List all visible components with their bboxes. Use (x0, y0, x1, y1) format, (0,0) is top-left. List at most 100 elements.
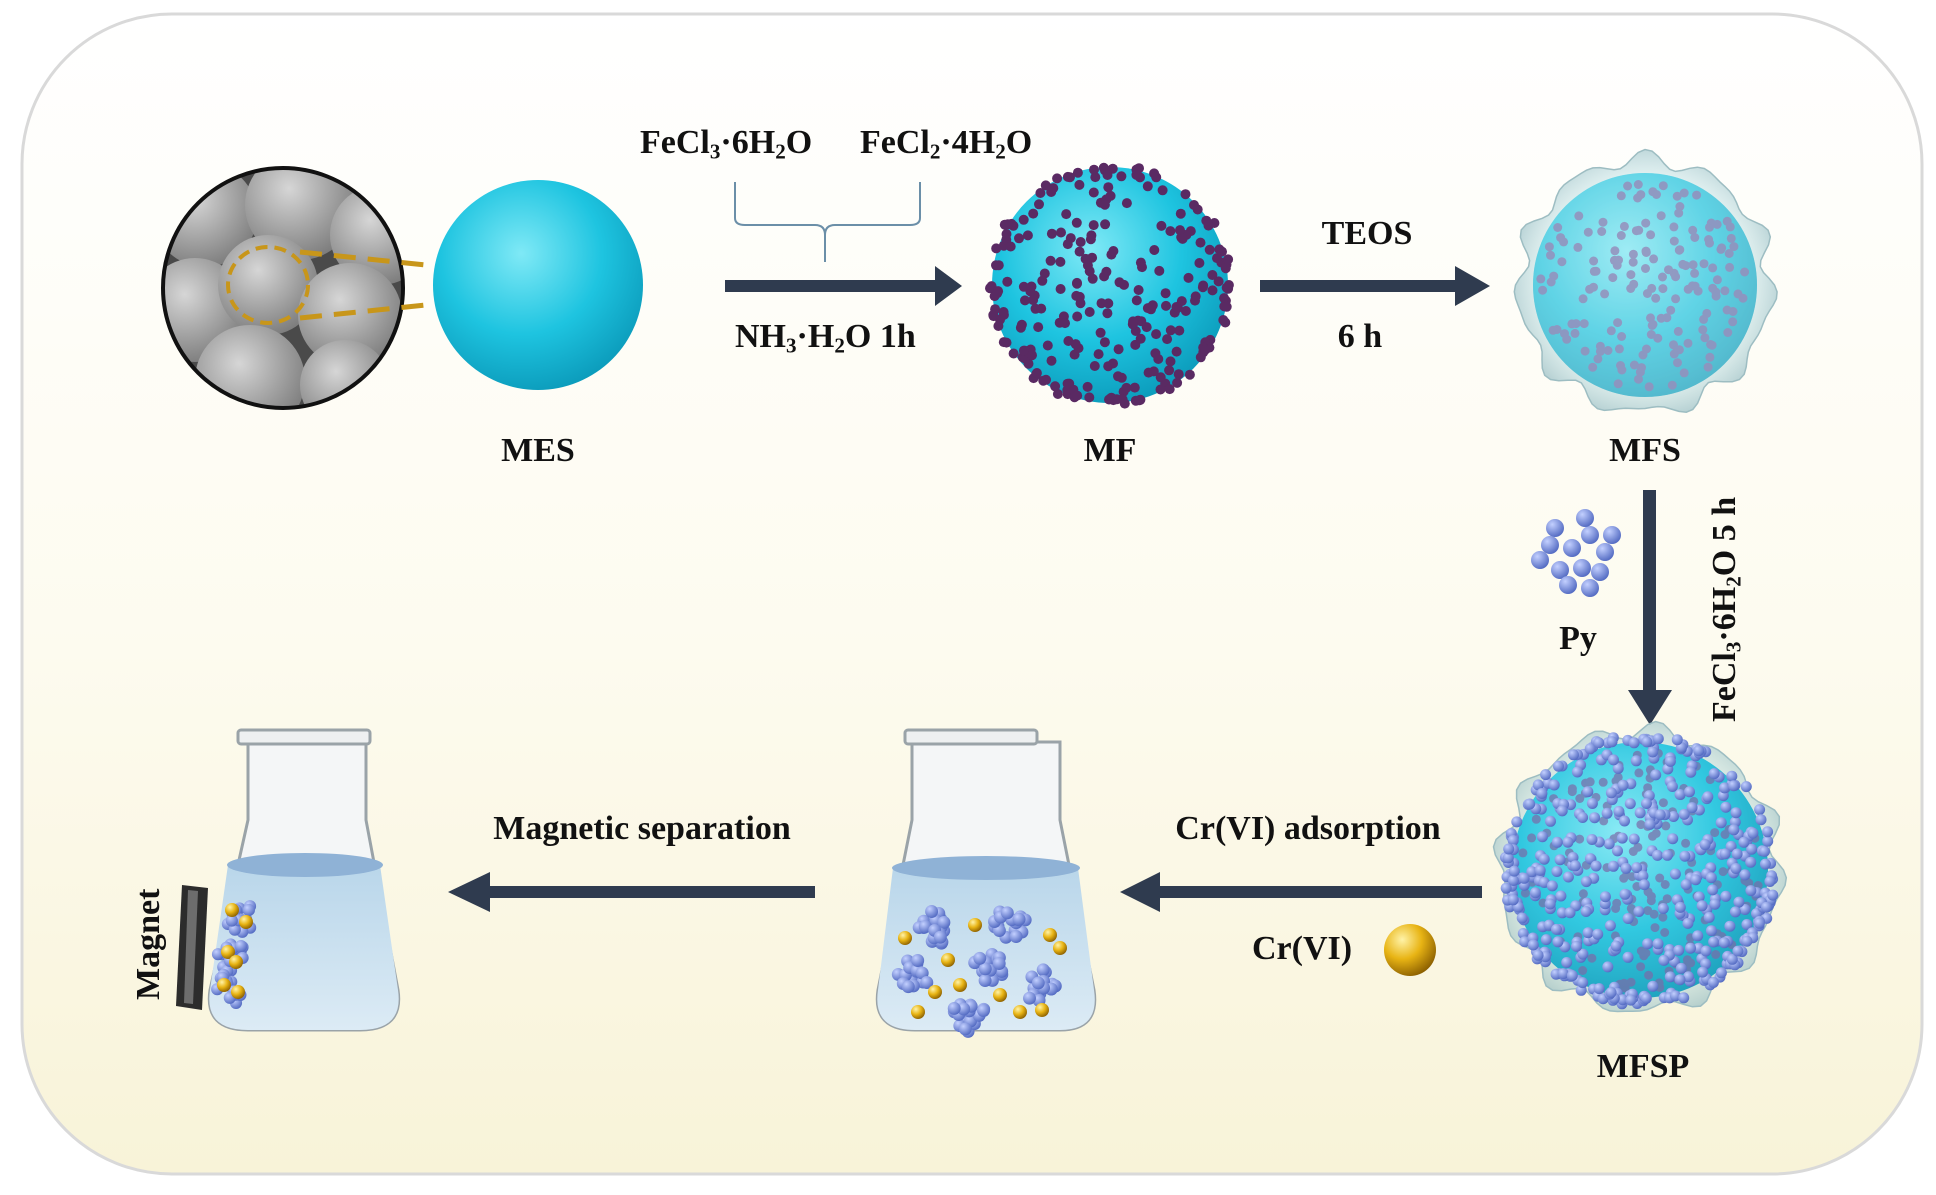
fe3o4-particle (1546, 250, 1555, 260)
fe3o4-particle (993, 321, 1004, 331)
polypyrrole-particle (1551, 836, 1563, 848)
polypyrrole-particle (1728, 780, 1740, 792)
fe3o4-particle (1088, 220, 1099, 231)
fe3o4-particle (1089, 361, 1100, 371)
mini-particle (933, 930, 947, 944)
polypyrrole-particle (1569, 860, 1581, 872)
polypyrrole-particle (1720, 801, 1732, 813)
fe3o4-particle (1201, 215, 1212, 226)
fe3o4-particle (1155, 372, 1166, 383)
polypyrrole-particle (1566, 970, 1578, 982)
fe3o4-particle (1147, 300, 1158, 311)
polypyrrole-particle (1720, 890, 1732, 902)
fe3o4-particle (1028, 208, 1039, 219)
fe3o4-particle (1157, 185, 1168, 196)
fe3o4-particle (1223, 283, 1234, 294)
fe3o4-particle (1641, 218, 1651, 228)
fe3o4-particle (1553, 223, 1563, 232)
polypyrrole-particle (1709, 898, 1721, 910)
polypyrrole-particle (1658, 954, 1670, 966)
fe3o4-particle (1688, 225, 1698, 235)
mini-particle (920, 976, 934, 989)
cr-vi-ion (911, 1005, 925, 1019)
fe3o4-particle (1646, 330, 1656, 339)
cr-vi-ion (953, 978, 967, 992)
sem-micrograph-icon (161, 166, 456, 410)
polypyrrole-particle (1605, 987, 1617, 998)
polypyrrole-particle (1675, 962, 1687, 974)
cr-vi-ion (928, 985, 942, 999)
polypyrrole-particle (1601, 807, 1613, 819)
fe3o4-particle (1031, 368, 1042, 378)
fe3o4-particle (1546, 277, 1556, 287)
fe3o4-particle (1038, 375, 1049, 386)
fe3o4-particle (1090, 172, 1101, 183)
fe3o4-particle (1692, 190, 1702, 200)
fe3o4-particle (1075, 237, 1086, 247)
fe3o4-particle (1718, 867, 1728, 877)
fe3o4-particle (1175, 225, 1185, 236)
polypyrrole-particle (1584, 853, 1596, 865)
polypyrrole-particle (1622, 951, 1634, 963)
fe3o4-particle (1161, 300, 1171, 311)
fe3o4-particle (1165, 356, 1176, 367)
mes-label: MES (501, 432, 575, 469)
fe3o4-particle (1085, 234, 1096, 245)
fe3o4-particle (1589, 256, 1599, 266)
fe3o4-particle (1667, 380, 1677, 390)
polypyrrole-particle (1697, 966, 1709, 978)
fe3o4-particle (1580, 346, 1590, 356)
polypyrrole-particle (1540, 769, 1552, 781)
fe3o4-particle (1162, 334, 1173, 345)
fe3o4-particle (993, 260, 1004, 271)
polypyrrole-particle (1567, 852, 1579, 863)
polypyrrole-particle (1715, 967, 1727, 979)
fe3o4-particle (992, 288, 1003, 299)
fe3o4-particle (1160, 288, 1171, 299)
polypyrrole-particle (1708, 936, 1720, 948)
fe3o4-particle (1641, 264, 1650, 273)
vertical-condition-label: FeCl3·6H2O 5 h (1706, 496, 1746, 722)
polypyrrole-particle (1529, 887, 1541, 899)
polypyrrole-particle (1571, 766, 1583, 778)
fe3o4-particle (1099, 337, 1110, 348)
polypyrrole-particle (1599, 891, 1611, 903)
fe3o4-particle (1688, 260, 1698, 270)
polypyrrole-particle (1762, 835, 1774, 847)
mini-particle (978, 974, 992, 988)
fe3o4-particle (1180, 189, 1191, 200)
polypyrrole-particle (1589, 812, 1601, 824)
fe3o4-particle (1681, 838, 1691, 848)
fe3o4-particle (1617, 365, 1627, 375)
fe3o4-particle (1131, 295, 1142, 306)
polypyrrole-particle (1571, 940, 1582, 952)
fe3o4-particle (1583, 227, 1593, 237)
polypyrrole-particle (1536, 788, 1548, 799)
fe3o4-particle (1722, 216, 1732, 226)
fe3o4-particle (1619, 221, 1629, 231)
polypyrrole-particle (1617, 994, 1629, 1006)
mini-particle (1000, 906, 1014, 920)
mini-particle (973, 951, 987, 965)
mini-particle (978, 962, 992, 976)
polypyrrole-particle (1633, 906, 1645, 917)
polypyrrole-particle (1715, 817, 1727, 829)
fe3o4-particle (1183, 272, 1194, 283)
polypyrrole-particle (1731, 848, 1743, 860)
polypyrrole-particle (1726, 953, 1738, 965)
mini-particle (211, 948, 225, 961)
fe3o4-particle (1217, 246, 1227, 257)
fe3o4-particle (1171, 302, 1182, 312)
fe3o4-particle (1724, 249, 1734, 258)
pyrrole-particle (1596, 543, 1614, 561)
mini-particle (1012, 912, 1026, 926)
fe3o4-particle (1005, 241, 1016, 252)
mini-particle (957, 1002, 971, 1016)
polypyrrole-particle (1593, 983, 1605, 995)
fe3o4-particle (1084, 307, 1095, 317)
pyrrole-particle (1603, 526, 1621, 544)
fe3o4-particle (1015, 322, 1026, 333)
fe3o4-particle (1084, 392, 1095, 403)
fe3o4-particle (1220, 263, 1231, 274)
fe3o4-particle (1641, 246, 1651, 256)
